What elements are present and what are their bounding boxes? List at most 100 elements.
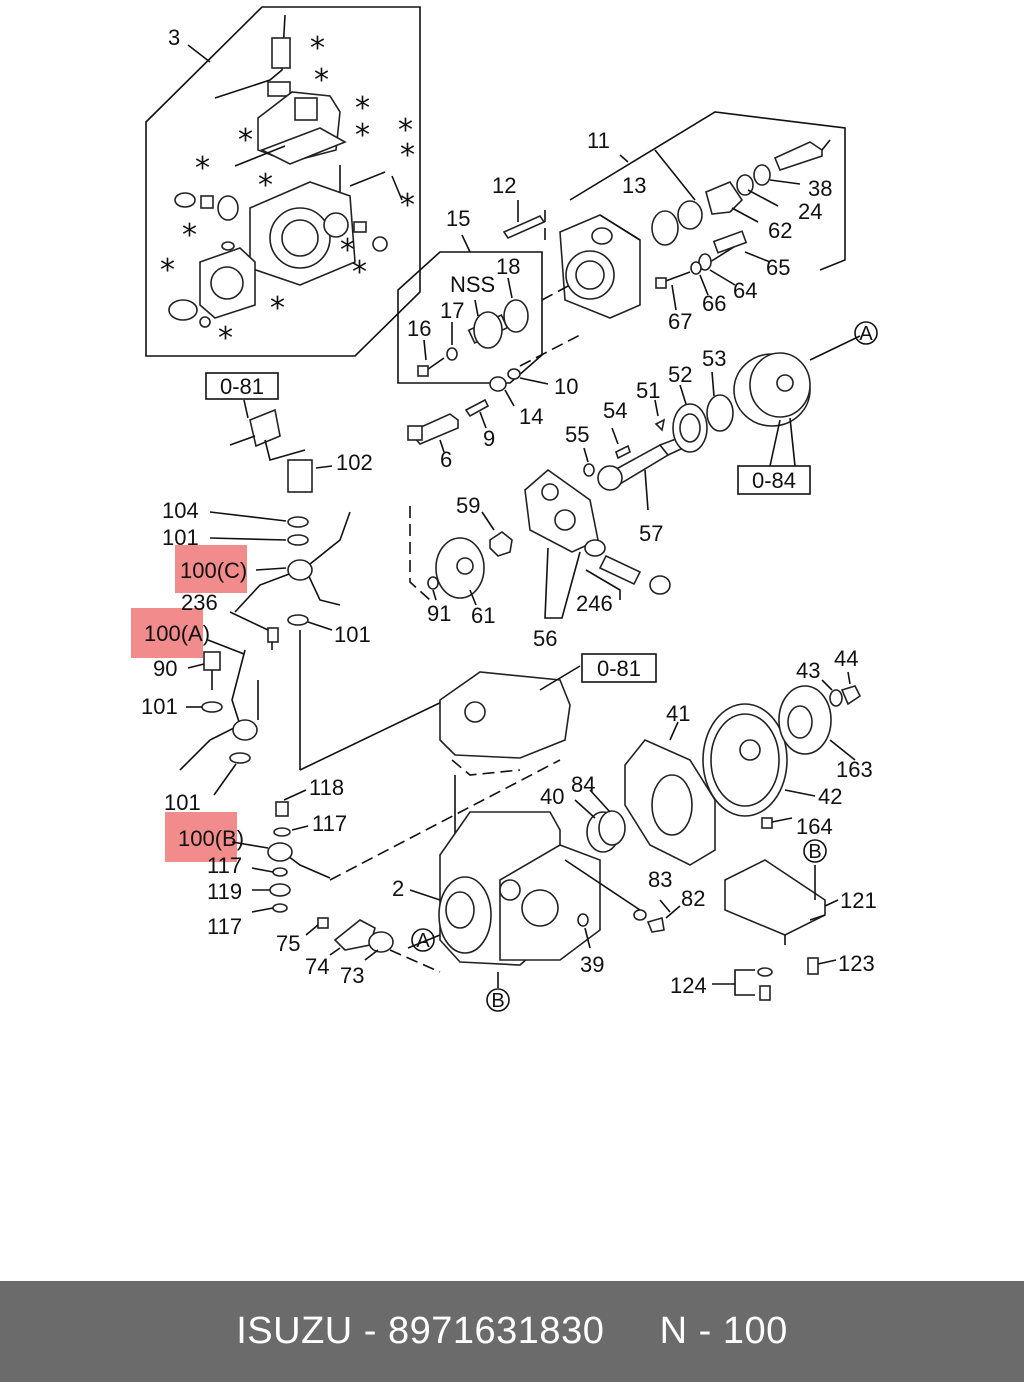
callout-6: 6 bbox=[440, 447, 452, 472]
callout-57: 57 bbox=[639, 521, 663, 546]
inset-group-3 bbox=[145, 6, 421, 357]
circle-ref-b-bottom: B bbox=[486, 988, 510, 1012]
callout-74: 74 bbox=[305, 954, 329, 979]
callout-53: 53 bbox=[702, 346, 726, 371]
asterisk-5: * bbox=[355, 118, 370, 153]
callout-11: 11 bbox=[587, 128, 610, 153]
asterisk-1: * bbox=[310, 31, 325, 66]
callout-163: 163 bbox=[836, 757, 873, 782]
footer-brand: ISUZU bbox=[236, 1310, 353, 1352]
callout-38: 38 bbox=[808, 176, 832, 201]
callout-24: 24 bbox=[798, 199, 822, 224]
svg-text:B: B bbox=[808, 841, 821, 863]
callout-84: 84 bbox=[571, 772, 595, 797]
asterisk-10: * bbox=[400, 188, 415, 223]
callout-9: 9 bbox=[483, 426, 495, 451]
callout-labels: 3 11 12 13 15 NSS 18 17 16 38 24 62 65 6… bbox=[141, 25, 877, 998]
callout-123: 123 bbox=[838, 951, 875, 976]
footer-bar: ISUZU - 8971631830 N - 100 bbox=[0, 1281, 1024, 1382]
callout-83: 83 bbox=[648, 867, 672, 892]
callout-82: 82 bbox=[681, 886, 705, 911]
label-100c: 100(C) bbox=[180, 558, 247, 583]
pump-body bbox=[305, 665, 862, 1001]
callout-54: 54 bbox=[603, 398, 627, 423]
svg-text:A: A bbox=[416, 930, 430, 952]
callout-18: 18 bbox=[496, 254, 520, 279]
callout-40: 40 bbox=[540, 784, 564, 809]
callout-66: 66 bbox=[702, 291, 726, 316]
callout-39: 39 bbox=[580, 952, 604, 977]
asterisk-8: * bbox=[195, 151, 210, 186]
callout-3: 3 bbox=[168, 25, 180, 50]
circle-ref-b-right: B bbox=[803, 839, 827, 863]
callout-101-a: 101 bbox=[162, 525, 199, 550]
callout-64: 64 bbox=[733, 278, 757, 303]
group-11-assembly bbox=[559, 111, 846, 319]
ref-box-0-81-mid: 0-81 bbox=[581, 653, 657, 683]
asterisk-9: * bbox=[258, 168, 273, 203]
callout-51: 51 bbox=[636, 378, 660, 403]
highlight-100c bbox=[175, 545, 247, 593]
callout-246: 246 bbox=[576, 591, 613, 616]
callout-117-a: 117 bbox=[312, 811, 347, 836]
callout-41: 41 bbox=[666, 701, 690, 726]
ref-box-0-84: 0-84 bbox=[737, 465, 811, 495]
callout-101-c: 101 bbox=[141, 694, 178, 719]
callout-73: 73 bbox=[340, 963, 364, 988]
highlight-100a bbox=[131, 608, 203, 658]
callout-56: 56 bbox=[533, 626, 557, 651]
callout-91: 91 bbox=[427, 601, 451, 626]
callout-59: 59 bbox=[456, 493, 480, 518]
asterisk-6: * bbox=[398, 113, 413, 148]
asterisk-2: * bbox=[314, 63, 329, 98]
callout-75: 75 bbox=[276, 931, 300, 956]
callout-236: 236 bbox=[181, 590, 218, 615]
asterisk-14: * bbox=[160, 253, 175, 288]
callout-2: 2 bbox=[392, 876, 404, 901]
callout-102: 102 bbox=[336, 450, 373, 475]
callout-16: 16 bbox=[407, 316, 431, 341]
label-100b: 100(B) bbox=[178, 826, 244, 851]
callout-67: 67 bbox=[668, 309, 692, 334]
fuel-pipes bbox=[179, 399, 561, 913]
callout-14: 14 bbox=[519, 404, 543, 429]
callout-65: 65 bbox=[766, 255, 790, 280]
footer-part-number: 8971631830 bbox=[388, 1310, 605, 1352]
asterisk-3: * bbox=[355, 91, 370, 126]
callout-nss: NSS bbox=[450, 272, 495, 297]
asterisk-4: * bbox=[238, 123, 253, 158]
callout-124: 124 bbox=[670, 973, 707, 998]
callout-164: 164 bbox=[796, 814, 833, 839]
callout-43: 43 bbox=[796, 658, 820, 683]
svg-text:0-84: 0-84 bbox=[752, 468, 796, 493]
callout-101-b: 101 bbox=[334, 622, 371, 647]
callout-44: 44 bbox=[834, 646, 858, 671]
callout-10: 10 bbox=[554, 374, 578, 399]
footer-gap bbox=[604, 1310, 659, 1353]
callout-118: 118 bbox=[309, 775, 344, 800]
footer-ref: N - 100 bbox=[659, 1310, 788, 1352]
asterisk-7: * bbox=[400, 138, 415, 173]
footer-separator: - bbox=[352, 1310, 388, 1352]
ref-box-0-81-top: 0-81 bbox=[205, 372, 279, 400]
svg-text:B: B bbox=[491, 990, 504, 1012]
callout-117-c: 117 bbox=[207, 914, 242, 939]
callout-42: 42 bbox=[818, 784, 842, 809]
svg-text:0-81: 0-81 bbox=[220, 374, 264, 399]
callout-61: 61 bbox=[471, 603, 495, 628]
callout-52: 52 bbox=[668, 362, 692, 387]
asterisk-markers: * * * * * * * * * * * * * * * * bbox=[160, 31, 415, 356]
asterisk-12: * bbox=[340, 233, 355, 268]
svg-text:A: A bbox=[859, 323, 873, 345]
label-100a: 100(A) bbox=[144, 621, 210, 646]
callout-17: 17 bbox=[440, 298, 464, 323]
callout-101-d: 101 bbox=[164, 790, 201, 815]
exploded-parts-diagram: * * * * * * * * * * * * * * * * bbox=[131, 6, 878, 1012]
asterisk-11: * bbox=[182, 218, 197, 253]
group-15-assembly bbox=[397, 234, 571, 384]
callout-55: 55 bbox=[565, 422, 589, 447]
callout-90: 90 bbox=[153, 656, 177, 681]
circle-ref-a-top: A bbox=[854, 321, 878, 345]
callout-121: 121 bbox=[840, 888, 877, 913]
callout-117-b: 117 bbox=[207, 853, 242, 878]
